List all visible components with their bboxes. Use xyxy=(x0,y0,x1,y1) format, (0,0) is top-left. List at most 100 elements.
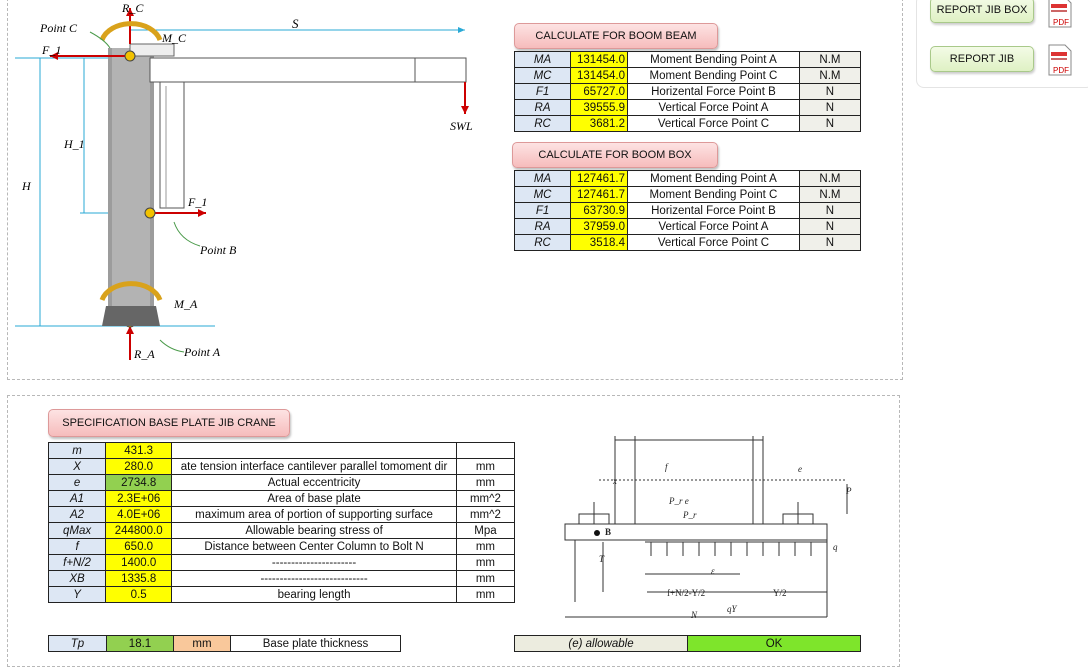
row-symbol: m xyxy=(47,442,107,459)
row-symbol: RC xyxy=(513,115,572,132)
row-value[interactable]: 65727.0 xyxy=(570,83,628,100)
row-unit: mm xyxy=(455,586,516,603)
row-unit: mm^2 xyxy=(455,506,516,523)
thickness-value: 18.1 xyxy=(106,635,174,652)
row-description: Actual eccentricity xyxy=(171,474,457,491)
row-description: Vertical Force Point C xyxy=(626,234,800,251)
row-symbol: MA xyxy=(513,51,572,68)
row-value[interactable]: 280.0 xyxy=(105,458,173,475)
row-value[interactable]: 39555.9 xyxy=(570,99,628,116)
row-symbol: A1 xyxy=(47,490,107,507)
jib-crane-diagram: R_C S Point C M_C F_1 H_1 H F_1 SWL Poin… xyxy=(15,1,473,361)
row-value[interactable]: 4.0E+06 xyxy=(105,506,173,523)
pdf-icon-jib[interactable]: PDF xyxy=(1047,44,1073,76)
row-symbol: A2 xyxy=(47,506,107,523)
report-jib-button[interactable]: REPORT JIB xyxy=(930,46,1034,72)
row-description: Vertical Force Point C xyxy=(626,115,800,132)
row-value[interactable]: 63730.9 xyxy=(570,202,628,219)
label-f1-mid: F_1 xyxy=(187,195,207,209)
row-unit: N xyxy=(798,99,862,116)
plate-label-t: T xyxy=(599,554,605,564)
row-description: Allowable bearing stress of xyxy=(171,522,457,539)
row-value[interactable]: 0.5 xyxy=(105,586,173,603)
label-point-a: Point A xyxy=(183,345,221,359)
row-value[interactable]: 2.3E+06 xyxy=(105,490,173,507)
row-description: ---------------------------- xyxy=(171,570,457,587)
row-value[interactable]: 131454.0 xyxy=(570,51,628,68)
row-symbol: F1 xyxy=(513,83,572,100)
label-swl: SWL xyxy=(450,119,473,133)
row-value[interactable]: 37959.0 xyxy=(570,218,628,235)
row-symbol: e xyxy=(47,474,107,491)
row-value[interactable]: 650.0 xyxy=(105,538,173,555)
row-description: Moment Bending Point C xyxy=(626,186,800,203)
row-unit: mm xyxy=(455,538,516,555)
plate-label-x: x xyxy=(612,476,617,486)
report-jib-box-button[interactable]: REPORT JIB BOX xyxy=(930,0,1034,23)
top-panel xyxy=(7,0,903,380)
row-symbol: RC xyxy=(513,234,572,251)
row-value[interactable]: 3518.4 xyxy=(570,234,628,251)
row-symbol: RA xyxy=(513,218,572,235)
row-description: Vertical Force Point A xyxy=(626,218,800,235)
row-unit: N xyxy=(798,218,862,235)
calculate-boom-box-button[interactable]: CALCULATE FOR BOOM BOX xyxy=(512,142,718,168)
label-rc: R_C xyxy=(121,1,144,15)
calculate-boom-beam-button[interactable]: CALCULATE FOR BOOM BEAM xyxy=(514,23,718,49)
specification-base-plate-button[interactable]: SPECIFICATION BASE PLATE JIB CRANE xyxy=(48,409,290,437)
plate-label-qy: qY xyxy=(727,604,738,614)
row-description: maximum area of portion of supporting su… xyxy=(171,506,457,523)
row-symbol: X xyxy=(47,458,107,475)
row-value[interactable]: 431.3 xyxy=(105,442,173,459)
label-s: S xyxy=(292,16,299,31)
row-description: Horizental Force Point B xyxy=(626,202,800,219)
thickness-table: Tp 18.1 mm Base plate thickness xyxy=(48,635,401,652)
plate-label-e: e xyxy=(798,464,802,474)
label-h: H xyxy=(21,179,32,193)
row-value[interactable]: 1400.0 xyxy=(105,554,173,571)
row-description: Horizental Force Point B xyxy=(626,83,800,100)
row-value[interactable]: 3681.2 xyxy=(570,115,628,132)
thickness-desc: Base plate thickness xyxy=(230,635,401,652)
svg-text:PDF: PDF xyxy=(1053,66,1069,75)
row-unit: N xyxy=(798,115,862,132)
label-point-c: Point C xyxy=(39,21,78,35)
label-f1-top: F_1 xyxy=(41,43,61,57)
row-unit: N xyxy=(798,202,862,219)
row-unit: mm^2 xyxy=(455,490,516,507)
pdf-icon-jib-box[interactable]: PDF xyxy=(1047,0,1073,28)
row-symbol: RA xyxy=(513,99,572,116)
plate-label-f: f xyxy=(665,462,669,472)
row-symbol: f+N/2 xyxy=(47,554,107,571)
row-description: Moment Bending Point C xyxy=(626,67,800,84)
row-description: Vertical Force Point A xyxy=(626,99,800,116)
row-description: Area of base plate xyxy=(171,490,457,507)
plate-label-eps: ε xyxy=(711,566,715,576)
row-description: Moment Bending Point A xyxy=(626,170,800,187)
row-value[interactable]: 2734.8 xyxy=(105,474,173,491)
row-value[interactable]: 127461.7 xyxy=(570,170,628,187)
row-description: Distance between Center Column to Bolt N xyxy=(171,538,457,555)
row-unit: N.M xyxy=(798,67,862,84)
label-ra: R_A xyxy=(133,347,155,361)
row-value[interactable]: 244800.0 xyxy=(105,522,173,539)
thickness-symbol: Tp xyxy=(48,635,107,652)
row-description: Moment Bending Point A xyxy=(626,51,800,68)
report-panel xyxy=(916,0,1088,88)
row-symbol: qMax xyxy=(47,522,107,539)
row-description: bearing length xyxy=(171,586,457,603)
row-value[interactable]: 131454.0 xyxy=(570,67,628,84)
row-value[interactable]: 127461.7 xyxy=(570,186,628,203)
row-value[interactable]: 1335.8 xyxy=(105,570,173,587)
